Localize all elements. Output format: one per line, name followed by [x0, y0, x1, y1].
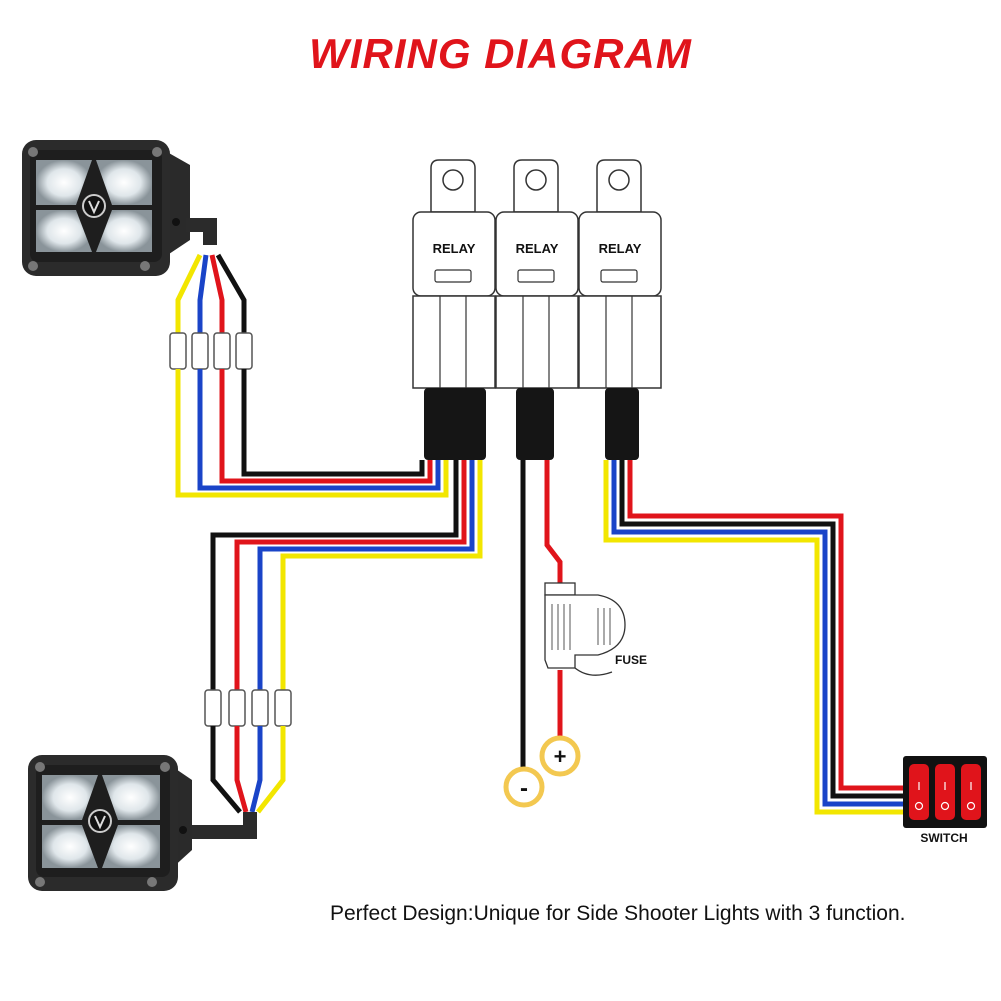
fuse-label: FUSE — [615, 653, 647, 667]
caption-text: Perfect Design:Unique for Side Shooter L… — [330, 902, 906, 925]
bottom-harness-wires — [210, 460, 483, 690]
relay-block — [412, 159, 662, 460]
bottom-side-shooter-light — [28, 755, 192, 891]
top-harness-wires — [175, 369, 449, 498]
fuse — [544, 582, 626, 676]
relay-2-label: RELAY — [516, 241, 559, 256]
top-side-shooter-light — [22, 140, 190, 276]
relay-1-label: RELAY — [433, 241, 476, 256]
power-wires — [520, 460, 563, 778]
bottom-light-pigtail-wires — [210, 726, 286, 814]
top-light-pigtail-wires — [175, 253, 247, 335]
rocker-switch — [903, 756, 987, 828]
negative-terminal — [503, 766, 545, 808]
positive-terminal-label: + — [554, 744, 567, 769]
page-title: WIRING DIAGRAM — [309, 30, 692, 77]
top-light-connectors — [169, 332, 253, 370]
switch-label: SWITCH — [920, 831, 967, 845]
negative-terminal-label: - — [520, 775, 528, 802]
bottom-light-cable — [190, 812, 257, 839]
relay-3-label: RELAY — [599, 241, 642, 256]
switch-wires — [603, 460, 905, 815]
top-light-cable — [186, 218, 217, 245]
positive-terminal — [539, 735, 581, 777]
bottom-light-connectors — [204, 689, 292, 727]
